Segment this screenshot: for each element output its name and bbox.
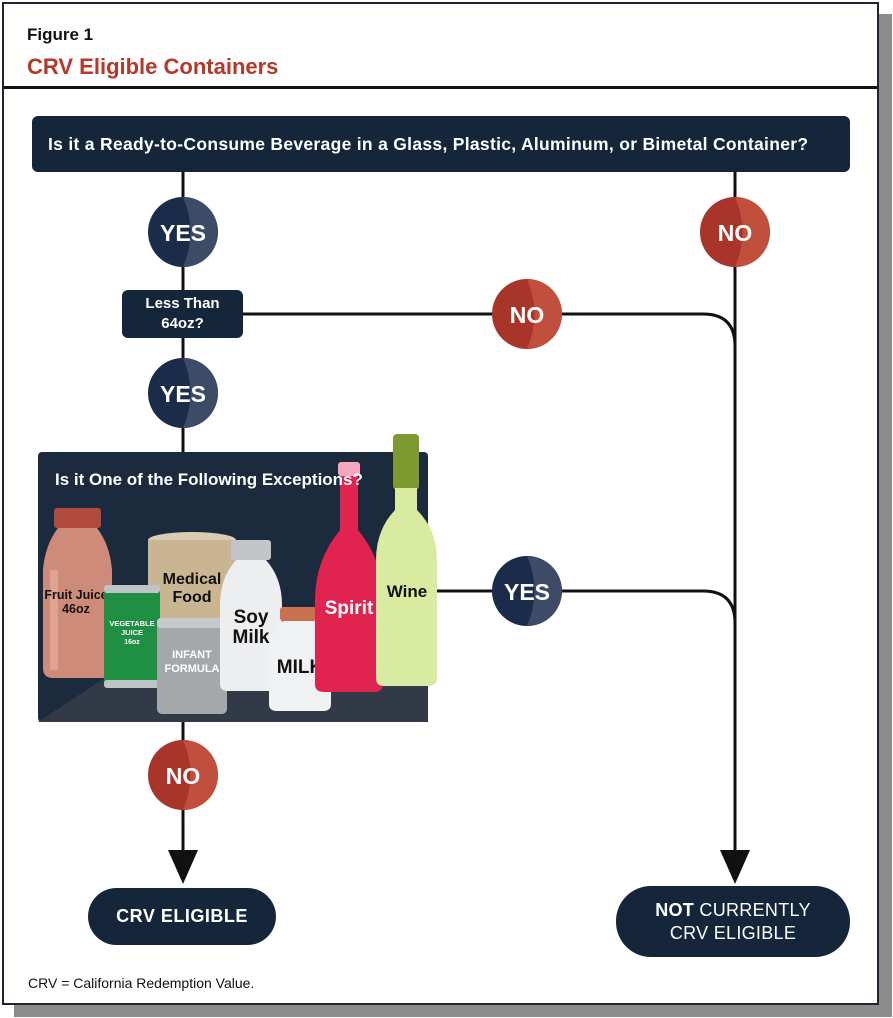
medical-food-line2: Food xyxy=(172,589,211,606)
outcome-not-line1: NOT CURRENTLY xyxy=(655,899,811,922)
outcome-not-currently: CURRENTLY xyxy=(699,899,811,920)
question-ready-to-consume: Is it a Ready-to-Consume Beverage in a G… xyxy=(32,116,850,172)
connector-q2-no xyxy=(243,312,737,347)
no-marker-q1: NO xyxy=(700,197,770,267)
vegetable-juice-size: 16oz xyxy=(124,639,140,646)
fruit-juice-size: 46oz xyxy=(62,602,90,616)
figure-label: Figure 1 xyxy=(27,25,94,44)
soy-milk-line2: Milk xyxy=(233,627,270,648)
fruit-juice-bottle xyxy=(43,508,112,678)
yes-marker-1: YES xyxy=(148,197,218,267)
infant-formula-line2: FORMULA xyxy=(165,663,220,675)
outcome-crv-eligible-text: CRV ELIGIBLE xyxy=(116,906,248,926)
wine-label: Wine xyxy=(387,582,427,601)
soy-milk-line1: Soy xyxy=(234,607,269,628)
soy-milk-bottle xyxy=(220,540,282,691)
infant-formula-line1: INFANT xyxy=(172,649,212,661)
milk-label: MILK xyxy=(277,657,324,678)
no-label-exceptions: NO xyxy=(166,763,201,789)
connector-exception-yes xyxy=(430,589,737,624)
no-marker-exceptions: NO xyxy=(148,740,218,810)
vegetable-juice-line2: JUICE xyxy=(121,628,143,637)
no-label-q1: NO xyxy=(718,220,753,246)
yes-label-2: YES xyxy=(160,381,206,407)
fruit-juice-label: Fruit Juice xyxy=(44,588,107,602)
spirit-label: Spirit xyxy=(325,598,374,619)
arrowhead-eligible xyxy=(168,850,198,884)
yes-marker-exceptions: YES xyxy=(492,556,562,626)
outcome-not-currently-eligible: NOT CURRENTLY CRV ELIGIBLE xyxy=(616,886,850,957)
yes-marker-2: YES xyxy=(148,358,218,428)
q2-line1: Less Than xyxy=(145,295,220,312)
vegetable-juice-can xyxy=(104,585,160,688)
medical-food-line1: Medical xyxy=(163,571,222,588)
title-divider xyxy=(4,86,877,89)
yes-label-exceptions: YES xyxy=(504,579,550,605)
vegetable-juice-line1: VEGETABLE xyxy=(109,619,154,628)
figure-title: CRV Eligible Containers xyxy=(27,54,279,79)
spirit-bottle xyxy=(315,462,383,692)
footnote: CRV = California Redemption Value. xyxy=(28,975,255,991)
q2-line2: 64oz? xyxy=(161,315,204,332)
wine-bottle xyxy=(376,434,437,686)
outcome-not-line2: CRV ELIGIBLE xyxy=(669,922,797,943)
outcome-crv-eligible: CRV ELIGIBLE xyxy=(88,888,276,945)
arrowhead-not-eligible xyxy=(720,850,750,884)
question-ready-to-consume-text: Is it a Ready-to-Consume Beverage in a G… xyxy=(48,133,809,154)
question-exceptions: Is it One of the Following Exceptions? xyxy=(55,470,363,489)
yes-label-1: YES xyxy=(160,220,206,246)
infant-formula-can xyxy=(157,618,227,714)
no-marker-q2: NO xyxy=(492,279,562,349)
outcome-not-bold: NOT xyxy=(655,899,695,920)
question-less-than-64oz: Less Than 64oz? xyxy=(122,290,243,338)
no-label-q2: NO xyxy=(510,302,545,328)
